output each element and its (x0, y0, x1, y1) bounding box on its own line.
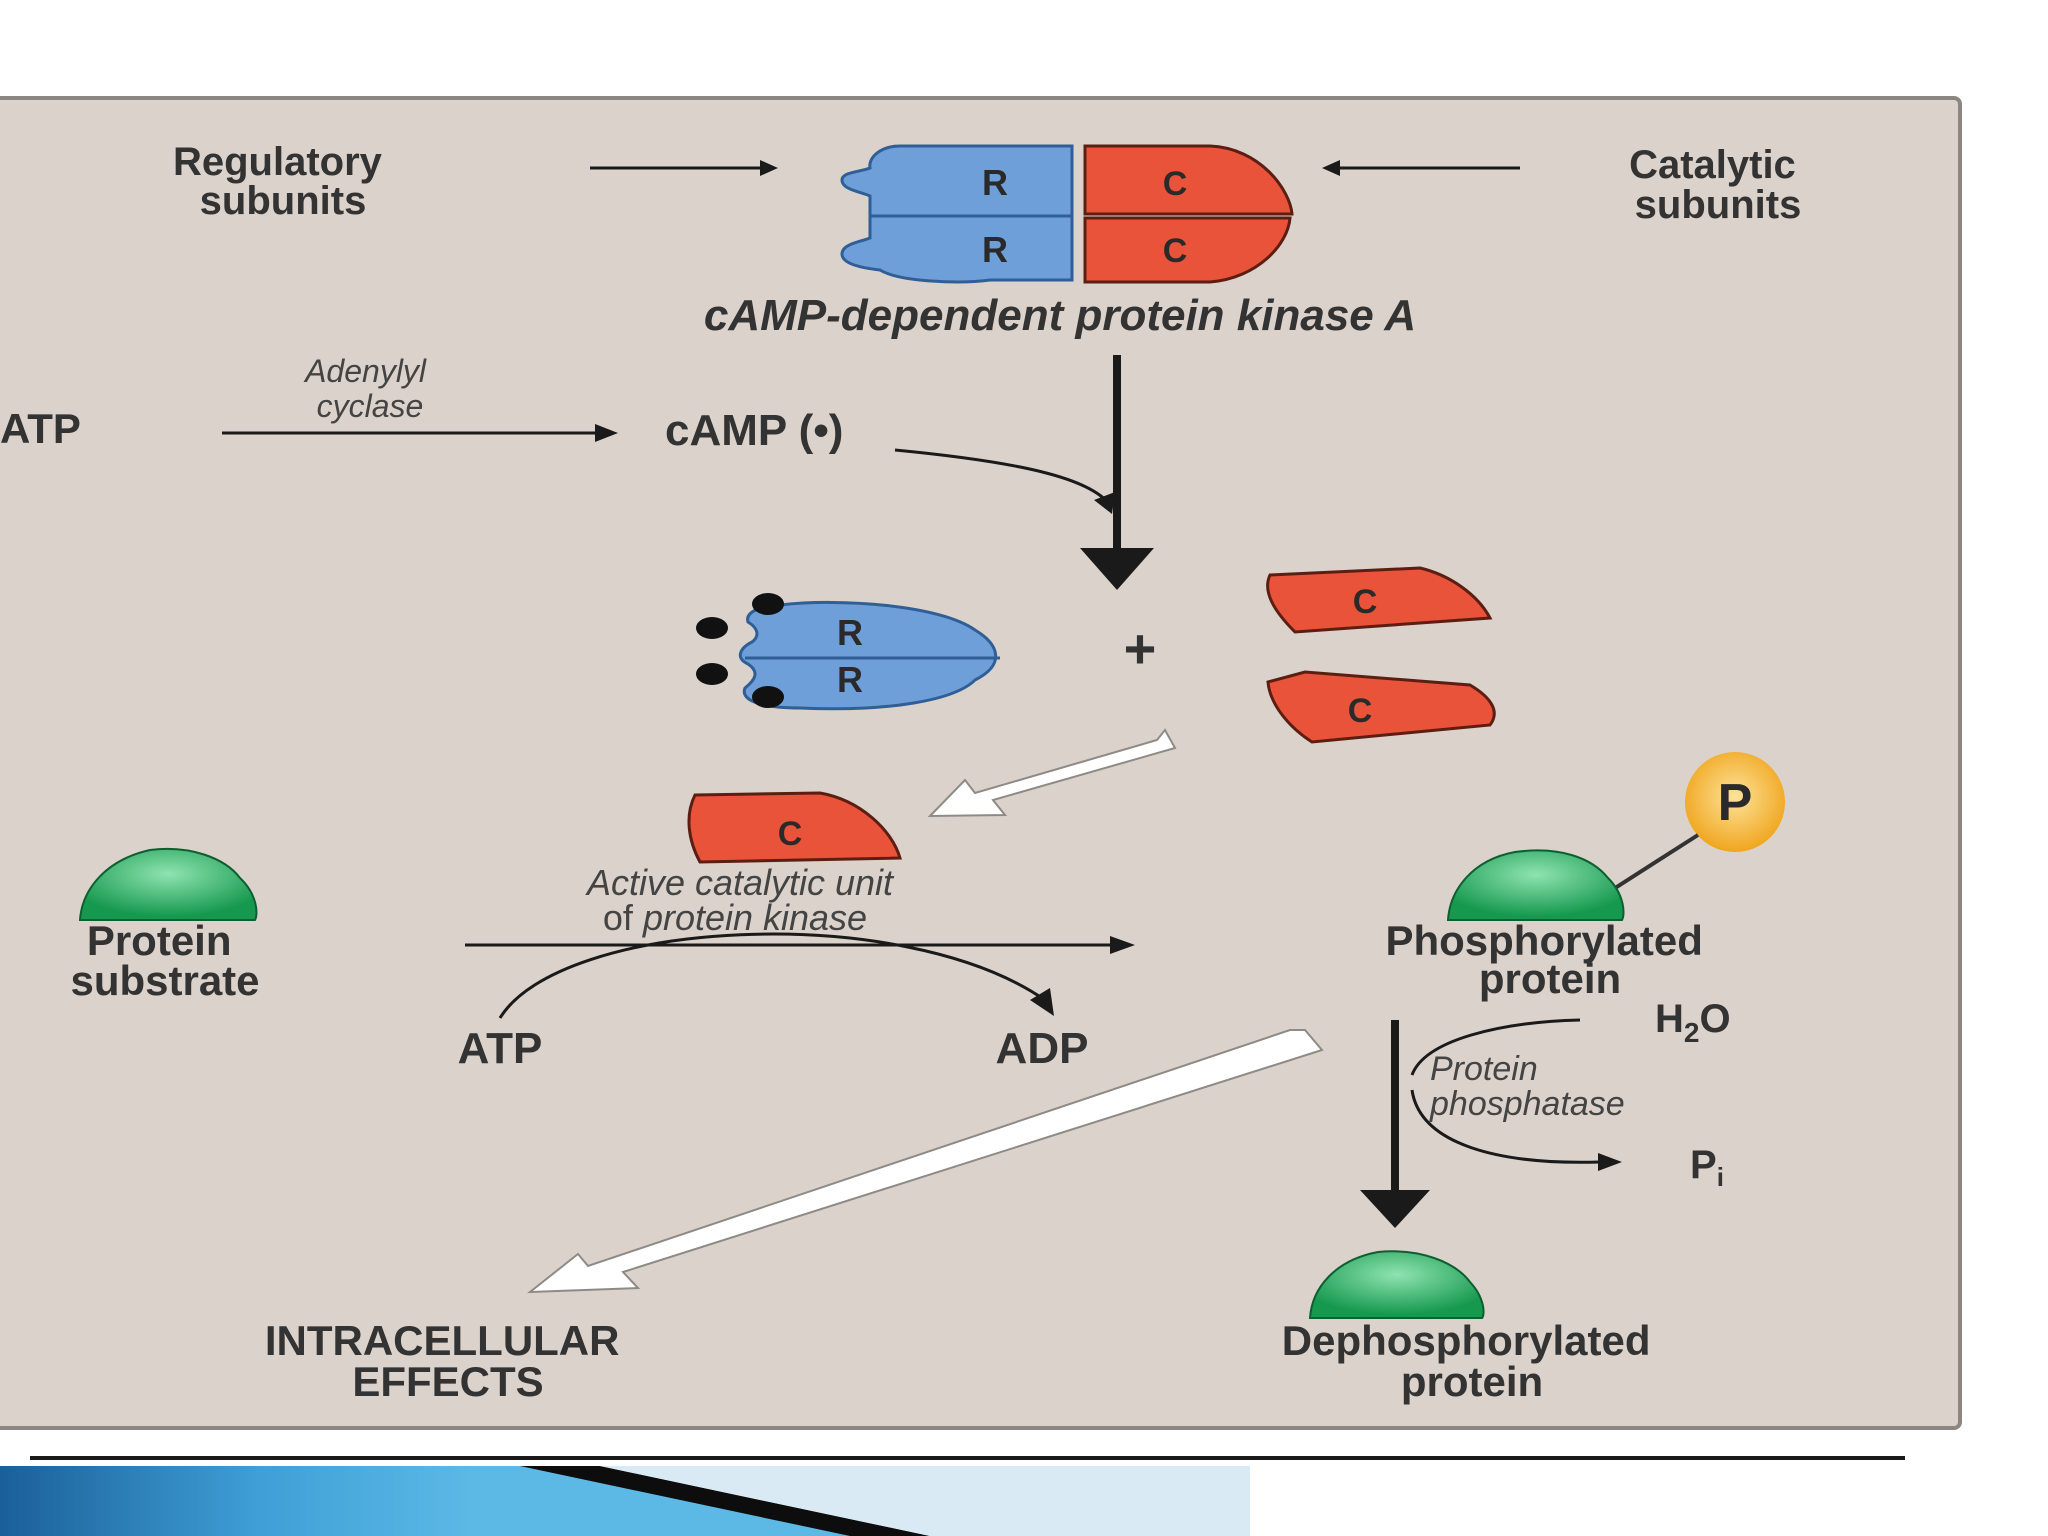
r-dimer-free (738, 600, 998, 711)
c-subunit-free-2 (1266, 670, 1496, 744)
camp-bound-1 (752, 593, 784, 615)
arrowhead-vertical-phosphatase (1360, 1190, 1430, 1228)
r-subunit-top (840, 144, 1074, 218)
phosphorylated-protein-shape (1446, 849, 1625, 921)
c-label-free-2: C (1348, 692, 1373, 730)
active-catalytic-label-1: Active catalytic unit (585, 862, 895, 903)
arrowhead-vertical-main (1080, 548, 1154, 590)
curve-atp-adp (498, 932, 1046, 1019)
dark-chevron (520, 1466, 930, 1536)
protein-phosphatase-label: Protein phosphatase (1429, 1050, 1625, 1123)
curve-camp-binding (894, 448, 1112, 506)
white-arrow-active (927, 728, 1177, 818)
r-label-free-top: R (837, 612, 863, 653)
phosphate-circle (1685, 752, 1785, 852)
blue-band (0, 1466, 860, 1536)
protein-substrate-shape (78, 847, 258, 921)
camp-bound-3 (696, 663, 728, 685)
r-label-bottom: R (982, 229, 1008, 270)
atp-label: ATP (458, 1024, 543, 1073)
c-subunit-top (1083, 144, 1294, 216)
plus-sign: + (1124, 617, 1157, 680)
c-label-top: C (1163, 165, 1188, 203)
dephosphorylated-protein-shape (1308, 1250, 1485, 1319)
camp-label: cAMP (•) (665, 406, 843, 455)
pka-title: cAMP-dependent protein kinase A (704, 291, 1416, 340)
arrowhead-kinase-reaction (1110, 936, 1135, 954)
curve-pi (1410, 1089, 1601, 1164)
c-subunit-free-1 (1266, 566, 1493, 634)
catalytic-label: Catalytic subunits (1629, 143, 1807, 227)
intracellular-effects-label: INTRACELLULAR EFFECTS (265, 1317, 631, 1405)
protein-substrate-label: Protein substrate (70, 917, 259, 1004)
white-arrow-effects (526, 1029, 1324, 1294)
c-subunit-bottom (1083, 216, 1292, 284)
active-catalytic-label-2: of protein kinase (603, 897, 867, 938)
h2o-label: H2O (1655, 997, 1731, 1048)
c-label-free-1: C (1353, 583, 1378, 621)
regulatory-label: Regulatory subunits (173, 140, 393, 223)
phosphate-label: P (1718, 774, 1753, 832)
camp-bound-4 (752, 686, 784, 708)
diagram-panel (0, 96, 1962, 1430)
c-label-active: C (778, 815, 803, 853)
arrowhead-regulatory (760, 160, 778, 176)
phosphate-bond (1610, 833, 1700, 892)
arrowhead-catalytic (1322, 160, 1340, 176)
r-label-top: R (982, 162, 1008, 203)
arrowhead-pi (1598, 1153, 1622, 1171)
pi-label: Pi (1690, 1143, 1724, 1192)
adp-label: ADP (996, 1024, 1089, 1073)
camp-bound-2 (696, 617, 728, 639)
c-label-bottom: C (1163, 232, 1188, 270)
curve-h2o (1410, 1018, 1581, 1076)
arrowhead-atp-adp (1030, 988, 1054, 1016)
adenylyl-cyclase-label: Adenylyl cyclase (303, 353, 435, 424)
light-band (600, 1466, 1250, 1536)
phosphorylated-protein-label: Phosphorylated protein (1385, 917, 1714, 1002)
c-subunit-active (687, 791, 902, 864)
arrowhead-camp-binding (1094, 492, 1115, 514)
arrowhead-atp-camp (595, 424, 618, 442)
r-label-free-bottom: R (837, 659, 863, 700)
atp-left-label: ATP (0, 405, 81, 452)
dephosphorylated-protein-label: Dephosphorylated protein (1282, 1317, 1662, 1405)
r-subunit-bottom (840, 214, 1074, 284)
